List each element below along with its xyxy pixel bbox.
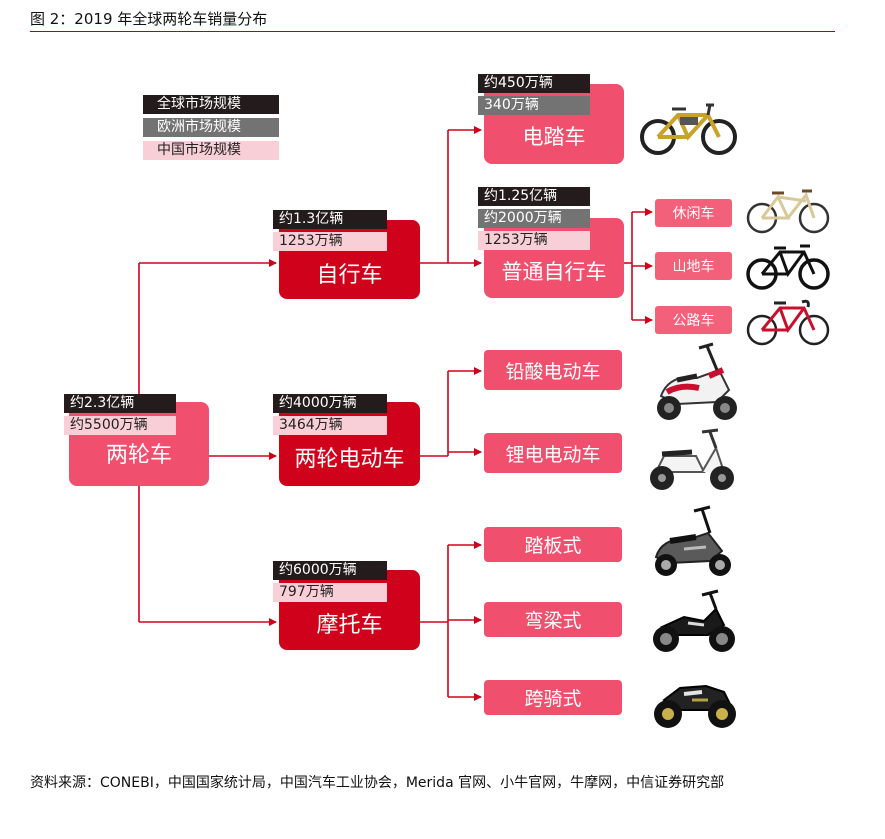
node-scooter: 踏板式 — [484, 527, 622, 562]
regular-bike-global-label: 约1.25亿辆 — [478, 187, 590, 206]
node-two-wheeler-label: 两轮车 — [105, 443, 172, 468]
e-bike-global-label: 约450万辆 — [478, 74, 590, 93]
bicycle-china-label: 1253万辆 — [273, 232, 387, 251]
node-lead-acid: 铅酸电动车 — [484, 350, 622, 390]
lithium-scooter-photo — [640, 426, 743, 494]
sport-motorcycle-photo — [644, 660, 742, 734]
node-lead-acid-label: 铅酸电动车 — [505, 360, 601, 383]
legend-global: 全球市场规模 — [143, 95, 279, 114]
node-e-vehicle: 两轮电动车 — [279, 402, 420, 486]
node-regular-bike: 普通自行车 — [484, 218, 624, 298]
node-straddle: 跨骑式 — [484, 680, 622, 715]
motorcycle-global-label: 约6000万辆 — [273, 561, 387, 580]
node-underbone-label: 弯梁式 — [524, 610, 582, 632]
e-vehicle-global-label: 约4000万辆 — [273, 394, 387, 413]
lead-acid-scooter-photo — [647, 340, 743, 424]
two-wheeler-china-label: 约5500万辆 — [64, 416, 176, 435]
two-wheeler-global-label: 约2.3亿辆 — [64, 394, 176, 413]
node-motorcycle-label: 摩托车 — [316, 613, 383, 638]
node-motorcycle: 摩托车 — [279, 570, 420, 650]
node-road: 公路车 — [655, 306, 732, 334]
e-vehicle-china-label: 3464万辆 — [273, 416, 387, 435]
e-bike-photo — [636, 93, 741, 158]
node-mountain-label: 山地车 — [672, 259, 715, 275]
node-e-vehicle-label: 两轮电动车 — [294, 447, 405, 472]
node-lithium: 锂电电动车 — [484, 433, 622, 473]
motorcycle-china-label: 797万辆 — [273, 583, 387, 602]
bicycle-global-label: 约1.3亿辆 — [273, 210, 387, 229]
node-straddle-label: 跨骑式 — [524, 688, 582, 710]
regular-bike-china-label: 1253万辆 — [478, 231, 590, 250]
regular-bike-europe-label: 约2000万辆 — [478, 209, 590, 228]
node-road-label: 公路车 — [672, 313, 715, 329]
e-bike-europe-label: 340万辆 — [478, 96, 590, 115]
node-lithium-label: 锂电电动车 — [505, 443, 601, 466]
node-bicycle-label: 自行车 — [316, 262, 383, 288]
leisure-bike-photo — [744, 183, 832, 235]
node-underbone: 弯梁式 — [484, 602, 622, 637]
title-divider — [30, 31, 835, 32]
figure-title: 图 2：2019 年全球两轮车销量分布 — [30, 10, 268, 28]
road-bike-photo — [744, 293, 832, 348]
source-note: 资料来源：CONEBI，中国国家统计局，中国汽车工业协会，Merida 官网、小… — [30, 775, 725, 791]
node-scooter-label: 踏板式 — [524, 535, 582, 557]
node-e-bike-label: 电踏车 — [522, 125, 586, 149]
legend-europe: 欧洲市场规模 — [143, 118, 279, 137]
mountain-bike-photo — [744, 238, 832, 292]
node-leisure-label: 休闲车 — [672, 206, 715, 222]
scooter-motorcycle-photo — [644, 503, 742, 579]
node-regular-bike-label: 普通自行车 — [501, 260, 607, 284]
node-two-wheeler: 两轮车 — [69, 402, 209, 486]
node-mountain: 山地车 — [655, 252, 732, 280]
underbone-motorcycle-photo — [644, 583, 742, 657]
node-leisure: 休闲车 — [655, 199, 732, 227]
legend-china: 中国市场规模 — [143, 141, 279, 160]
